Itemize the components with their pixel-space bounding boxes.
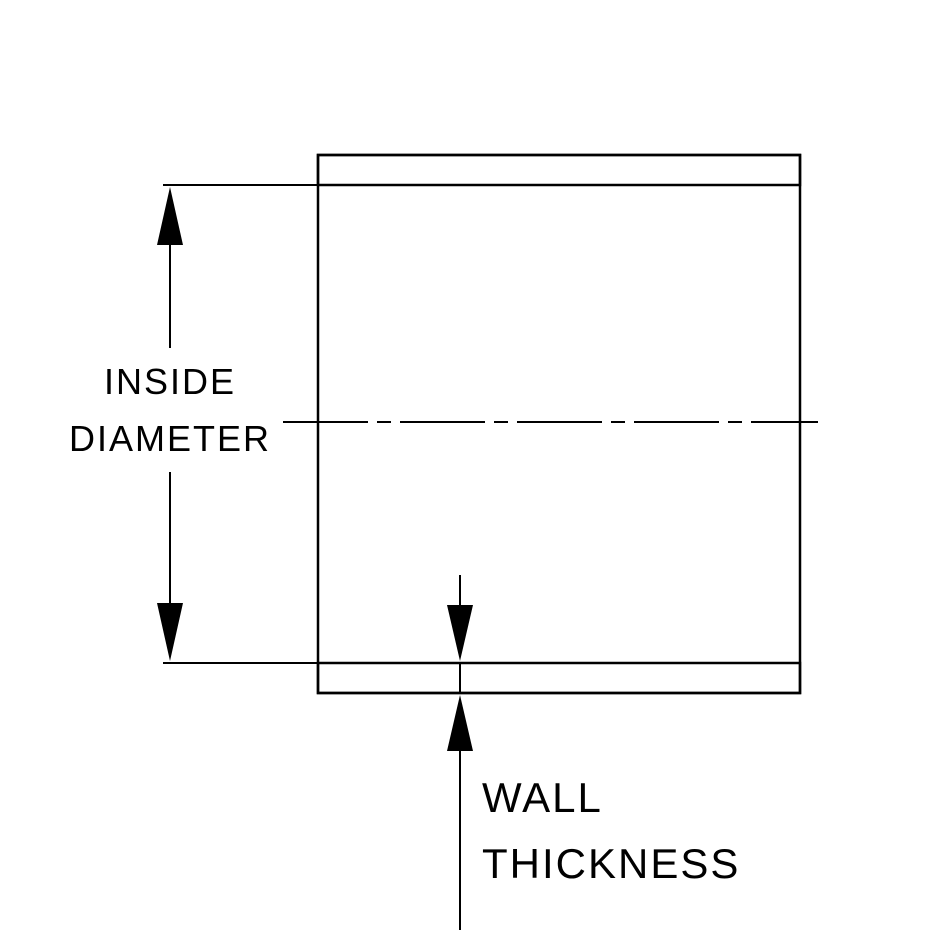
tube-body-outline [316, 153, 802, 695]
inside-diameter-label-line2: DIAMETER [69, 418, 271, 459]
arrowhead-down-icon [157, 603, 183, 661]
wall-thickness-dimension: WALL THICKNESS [447, 575, 740, 930]
wall-thickness-label-line2: THICKNESS [482, 840, 740, 887]
tube-body [283, 153, 818, 695]
arrowhead-up-icon [157, 187, 183, 245]
bottom-wall-hatch [316, 661, 802, 695]
top-wall-hatch [316, 153, 802, 187]
arrowhead-down-to-wall-icon [447, 605, 473, 661]
wall-thickness-label-line1: WALL [482, 774, 603, 821]
inside-diameter-dimension: INSIDE DIAMETER [69, 184, 318, 664]
arrowhead-up-to-wall-icon [447, 695, 473, 751]
inside-diameter-label-line1: INSIDE [104, 361, 236, 402]
